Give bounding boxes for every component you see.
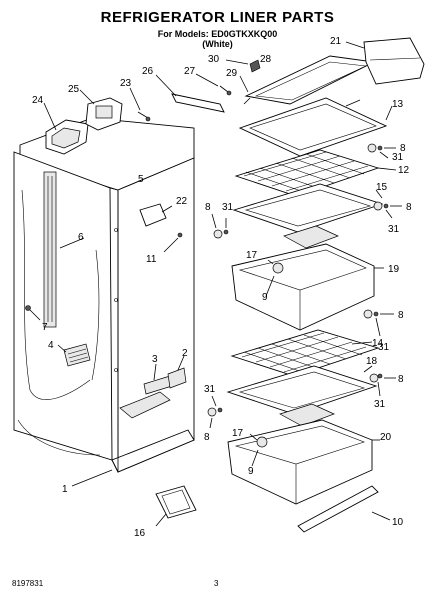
callout-31e: 31 xyxy=(374,399,386,410)
tab-parts-2-3 xyxy=(143,355,187,395)
crisper-cover-upper xyxy=(283,225,339,249)
callout-29: 29 xyxy=(226,68,238,79)
screw-27 xyxy=(195,73,232,96)
callout-5: 5 xyxy=(138,174,144,185)
callout-labels: 1 2 3 4 5 6 7 8 8 8 8 8 8 9 9 10 11 12 1… xyxy=(32,36,412,539)
callout-12: 12 xyxy=(398,165,410,176)
callout-3: 3 xyxy=(152,354,158,365)
callout-21: 21 xyxy=(330,36,342,47)
callout-4: 4 xyxy=(48,340,54,351)
trim-strip-10 xyxy=(297,485,391,533)
callout-14: 14 xyxy=(372,338,384,349)
crisper-frame-15 xyxy=(232,183,384,233)
callout-2: 2 xyxy=(182,348,188,359)
liner-cabinet xyxy=(13,117,195,473)
callout-31a: 31 xyxy=(392,152,404,163)
callout-31d: 31 xyxy=(378,342,390,353)
page-title: REFRIGERATOR LINER PARTS xyxy=(100,9,335,26)
callout-23: 23 xyxy=(120,78,132,89)
callout-17a: 17 xyxy=(246,250,258,261)
crisper-drawer-20 xyxy=(227,419,380,505)
glass-shelf-14 xyxy=(230,329,380,377)
small-bracket-16 xyxy=(155,485,197,527)
callout-8e: 8 xyxy=(398,374,404,385)
callout-7: 7 xyxy=(42,322,48,333)
door-bin-21 xyxy=(345,37,425,85)
callout-8d: 8 xyxy=(398,310,404,321)
crisper-frame-18 xyxy=(226,365,378,427)
callout-24: 24 xyxy=(32,95,44,106)
callout-18: 18 xyxy=(366,356,378,367)
callout-16: 16 xyxy=(134,528,146,539)
glass-shelf-12 xyxy=(234,149,397,197)
crisper-drawer-19 xyxy=(231,243,384,331)
rail-26 xyxy=(155,74,225,113)
control-housing xyxy=(43,102,89,155)
callout-20: 20 xyxy=(380,432,392,443)
doc-number: 8197831 xyxy=(12,579,44,588)
fitting-7 xyxy=(25,305,41,321)
shelf-supports xyxy=(207,143,402,429)
callout-31c: 31 xyxy=(388,224,400,235)
callout-22: 22 xyxy=(176,196,188,207)
callout-19: 19 xyxy=(388,264,400,275)
callout-27: 27 xyxy=(184,66,196,77)
callout-26: 26 xyxy=(142,66,154,77)
callout-8a: 8 xyxy=(205,202,211,213)
callout-8c: 8 xyxy=(406,202,412,213)
callout-25: 25 xyxy=(68,84,80,95)
callout-11: 11 xyxy=(146,254,157,265)
callout-10: 10 xyxy=(392,517,404,528)
knob-17-lower xyxy=(249,433,268,448)
page-number: 3 xyxy=(214,579,219,588)
models-line: For Models: ED0GTKXKQ00 xyxy=(157,29,278,39)
callout-9a: 9 xyxy=(262,292,268,303)
callout-15: 15 xyxy=(376,182,388,193)
callout-17b: 17 xyxy=(232,428,244,439)
callout-13: 13 xyxy=(392,99,404,110)
shelf-13 xyxy=(238,97,393,157)
callout-1: 1 xyxy=(62,484,68,495)
color-line: (White) xyxy=(202,39,233,49)
knob-17-upper xyxy=(267,259,284,274)
callout-30: 30 xyxy=(208,54,220,65)
callout-6: 6 xyxy=(78,232,84,243)
grille-4 xyxy=(57,343,91,367)
callout-28: 28 xyxy=(260,54,272,65)
callout-8f: 8 xyxy=(204,432,210,443)
bracket-25 xyxy=(79,89,123,131)
callout-31b: 31 xyxy=(222,202,234,213)
callout-31f: 31 xyxy=(204,384,216,395)
callout-9b: 9 xyxy=(248,466,254,477)
screw-23 xyxy=(129,87,151,122)
callout-8b: 8 xyxy=(400,143,406,154)
bracket-22 xyxy=(139,203,183,253)
cap-30 xyxy=(225,59,261,73)
